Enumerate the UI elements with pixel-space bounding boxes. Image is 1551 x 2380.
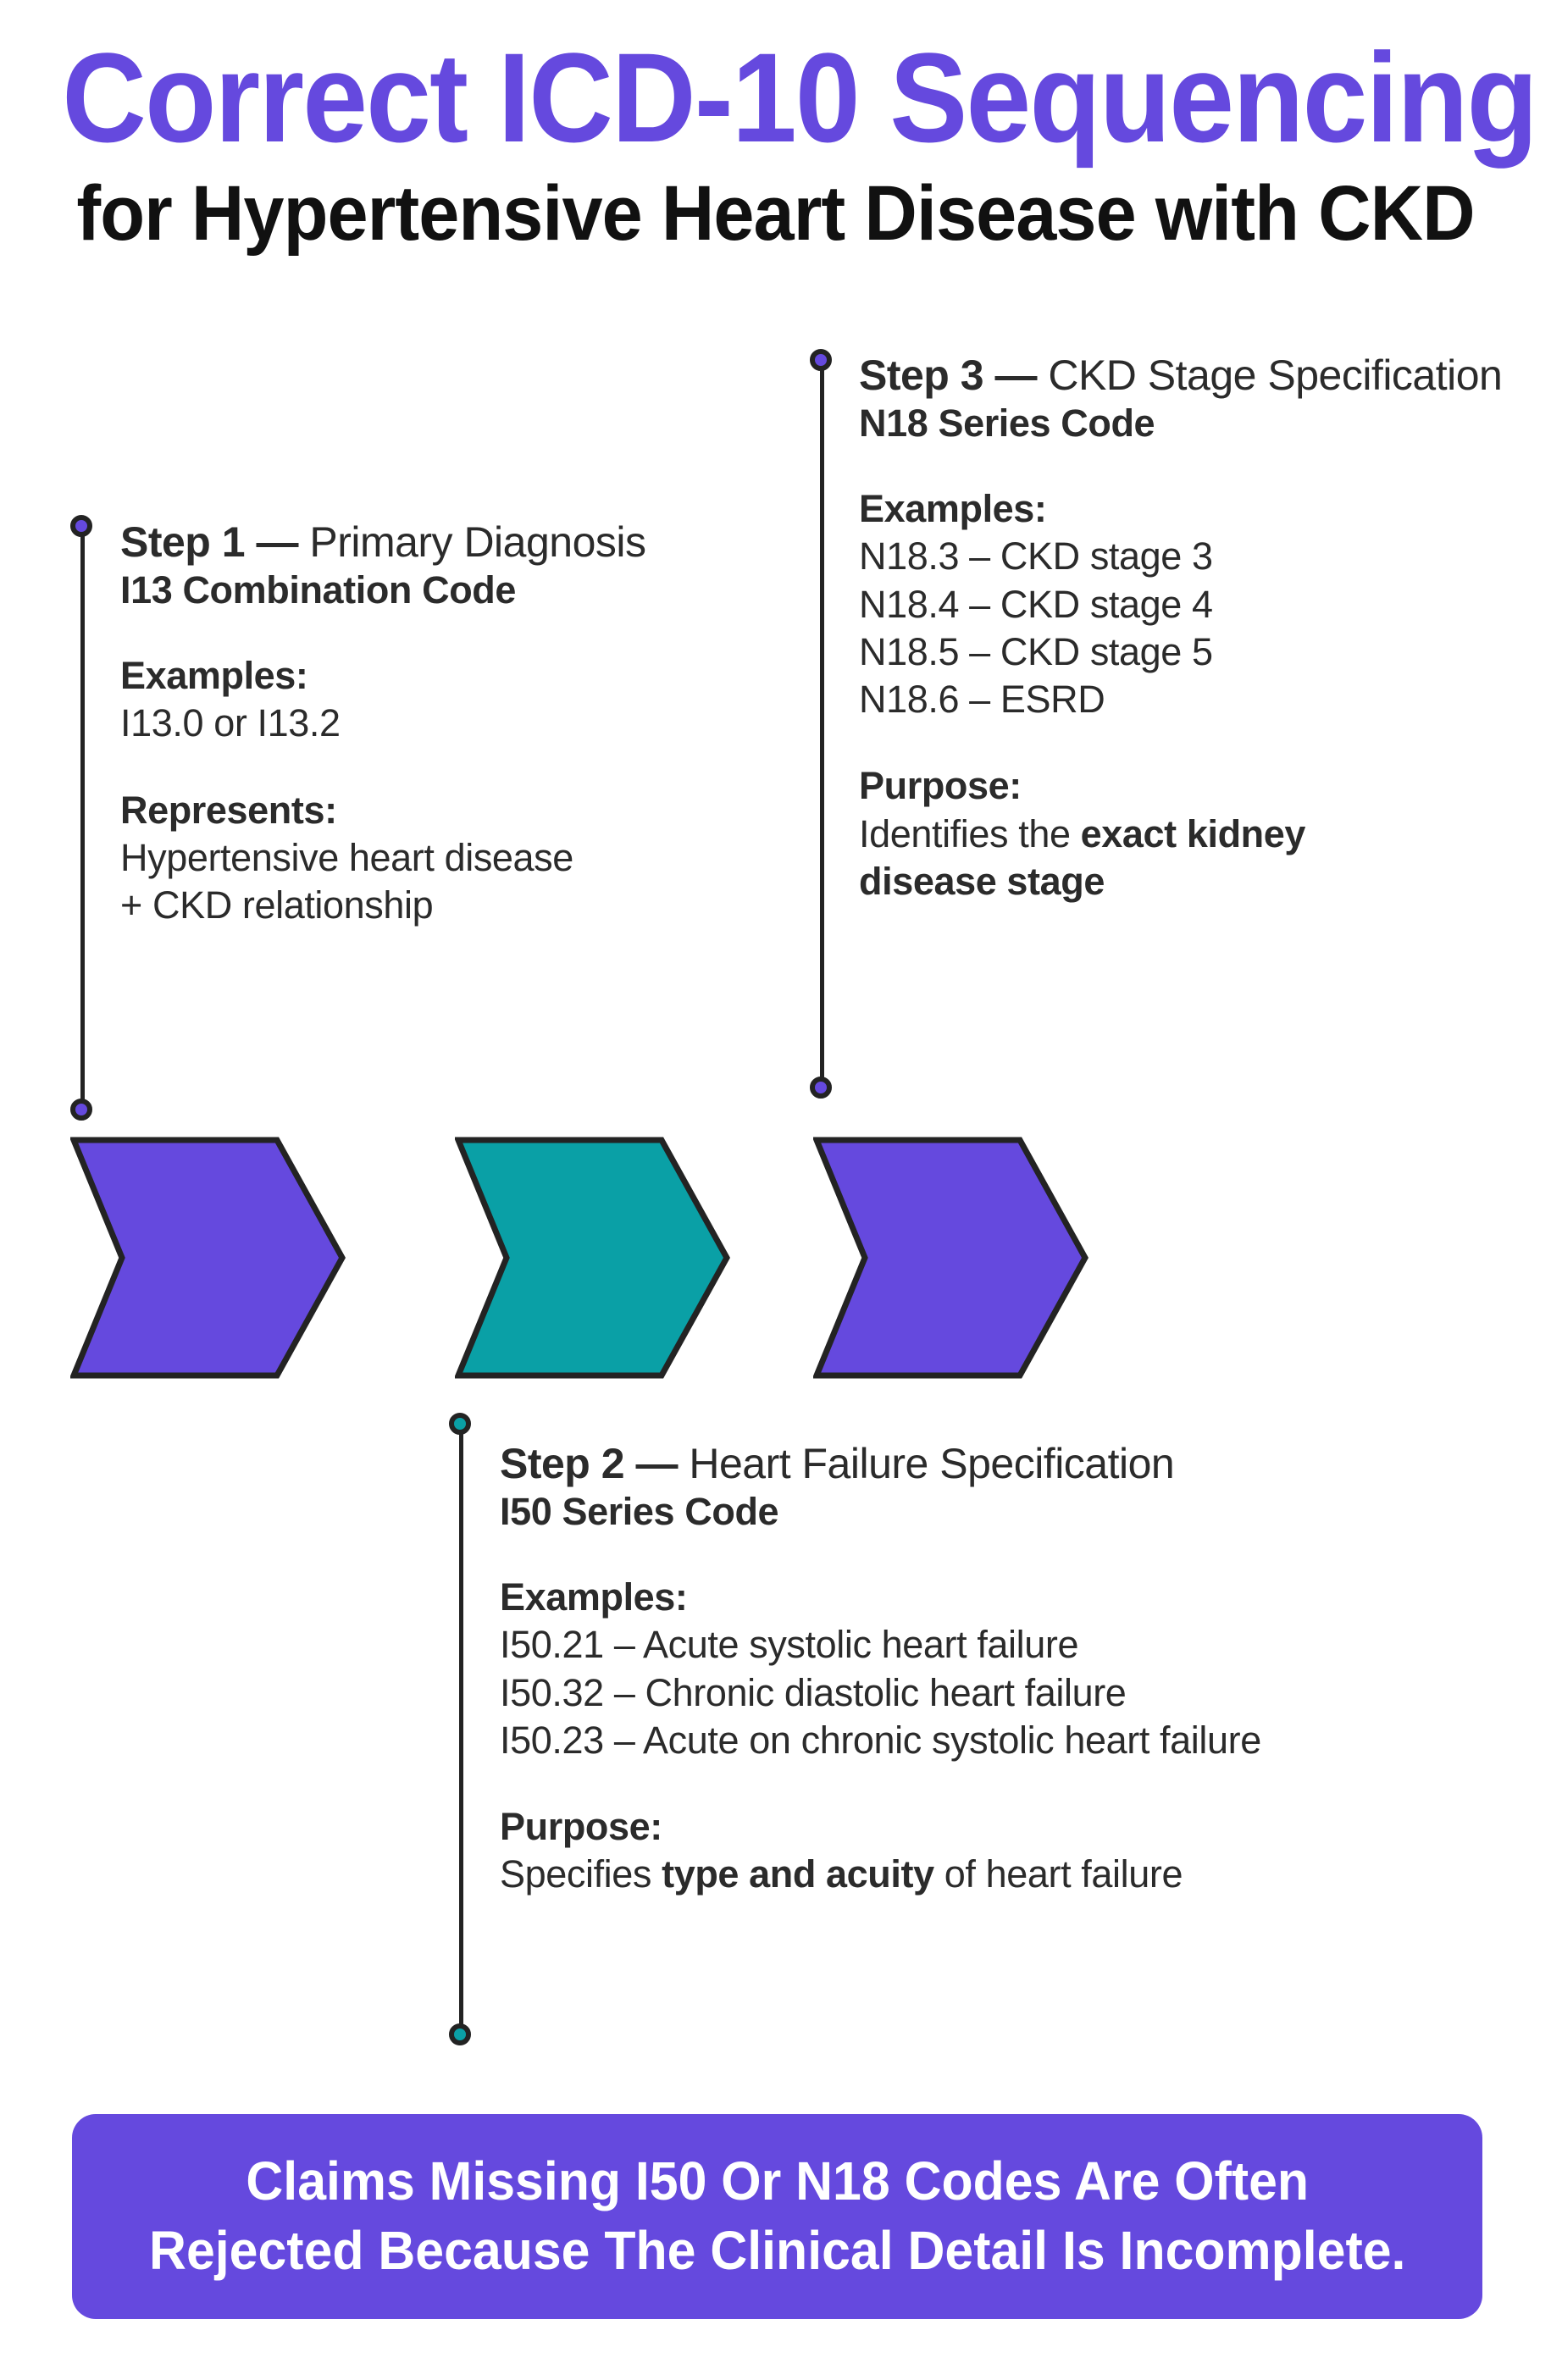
step-2-purpose-pre: Specifies <box>500 1852 662 1896</box>
step-2-examples-label: Examples: <box>500 1575 688 1619</box>
step-1-examples-label: Examples: <box>120 654 308 697</box>
step-2-example-item: I50.32 – Chronic diastolic heart failure <box>500 1670 1127 1714</box>
step-2-example-item: I50.21 – Acute systolic heart failure <box>500 1623 1079 1667</box>
bottom-callout-banner: Claims Missing I50 Or N18 Codes Are Ofte… <box>72 2114 1482 2319</box>
step-3-purpose-line: Identifies the exact kidney disease stag… <box>859 811 1452 906</box>
step-1-dot-top <box>70 515 92 537</box>
step-2-purpose-block: Purpose: Specifies type and acuity of he… <box>500 1803 1474 1899</box>
step-1-purpose-line: + CKD relationship <box>120 883 434 927</box>
step-1-title: Primary Diagnosis <box>297 518 646 566</box>
page-title-block: Correct ICD-10 Sequencing for Hypertensi… <box>0 34 1551 255</box>
step-2-title: Heart Failure Specification <box>677 1440 1175 1487</box>
step-1-dot-bottom <box>70 1099 92 1121</box>
step-2-heading: Step 2 — Heart Failure Specification <box>500 1440 1474 1487</box>
step-2-dot-bottom <box>449 2023 471 2045</box>
bottom-callout-text: Claims Missing I50 Or N18 Codes Are Ofte… <box>149 2147 1405 2286</box>
step-1-code: I13 Combination Code <box>120 568 517 612</box>
step-2-examples-block: Examples: I50.21 – Acute systolic heart … <box>500 1574 1474 1764</box>
page-subtitle: for Hypertensive Heart Disease with CKD <box>76 170 1475 257</box>
step-3-content: Step 3 — CKD Stage Specification N18 Ser… <box>859 351 1528 905</box>
page-title: Correct ICD-10 Sequencing <box>62 26 1538 169</box>
step-3-dot-bottom <box>810 1077 832 1099</box>
step-1-purpose-line: Hypertensive heart disease <box>120 835 573 879</box>
bottom-callout-line-1: Claims Missing I50 Or N18 Codes Are Ofte… <box>246 2150 1309 2212</box>
step-3-purpose-block: Purpose: Identifies the exact kidney dis… <box>859 762 1528 905</box>
step-1-purpose-block: Represents: Hypertensive heart disease +… <box>120 787 747 930</box>
step-2-rail <box>459 1423 463 2034</box>
bottom-callout-line-2: Rejected Because The Clinical Detail Is … <box>148 2220 1406 2281</box>
step-3-example-item: N18.6 – ESRD <box>859 678 1105 721</box>
step-1-heading: Step 1 — Primary Diagnosis <box>120 518 747 566</box>
chevron-arrow-2 <box>455 1137 730 1379</box>
step-3-example-item: N18.4 – CKD stage 4 <box>859 582 1213 626</box>
step-2-purpose-label: Purpose: <box>500 1805 662 1848</box>
step-3-example-item: N18.3 – CKD stage 3 <box>859 534 1213 578</box>
step-3-code: N18 Series Code <box>859 401 1155 445</box>
step-3-title: CKD Stage Specification <box>1036 351 1503 399</box>
chevron-arrow-row <box>0 1137 1551 1384</box>
step-2-code: I50 Series Code <box>500 1490 779 1533</box>
step-3-rail <box>820 359 824 1088</box>
step-1-label: Step 1 — <box>120 518 298 566</box>
step-3-label: Step 3 — <box>859 351 1037 399</box>
step-1-rail <box>80 525 85 1110</box>
step-3-examples-block: Examples: N18.3 – CKD stage 3 N18.4 – CK… <box>859 485 1528 723</box>
step-2-purpose-post: of heart failure <box>933 1852 1183 1896</box>
step-3-purpose-label: Purpose: <box>859 764 1022 808</box>
step-1-content: Step 1 — Primary Diagnosis I13 Combinati… <box>120 518 747 929</box>
step-3-example-item: N18.5 – CKD stage 5 <box>859 629 1213 673</box>
step-1-purpose-label: Represents: <box>120 788 337 832</box>
step-2-purpose-emphasis: type and acuity <box>662 1852 934 1896</box>
step-1-example-item: I13.0 or I13.2 <box>120 701 341 745</box>
step-2-purpose-line: Specifies type and acuity of heart failu… <box>500 1851 1474 1898</box>
step-3-examples-label: Examples: <box>859 487 1047 530</box>
step-1-examples-block: Examples: I13.0 or I13.2 <box>120 652 747 748</box>
chevron-arrow-1 <box>70 1137 346 1379</box>
step-2-example-item: I50.23 – Acute on chronic systolic heart… <box>500 1718 1261 1762</box>
step-2-content: Step 2 — Heart Failure Specification I50… <box>500 1440 1474 1899</box>
step-2-label: Step 2 — <box>500 1440 678 1487</box>
step-3-purpose-emphasis: exact kidney disease stage <box>859 811 1306 903</box>
chevron-arrow-3 <box>813 1137 1088 1379</box>
step-3-purpose-pre: Identifies the <box>859 811 1081 855</box>
step-3-heading: Step 3 — CKD Stage Specification <box>859 351 1528 399</box>
step-3-dot-top <box>810 349 832 371</box>
step-2-dot-top <box>449 1413 471 1435</box>
